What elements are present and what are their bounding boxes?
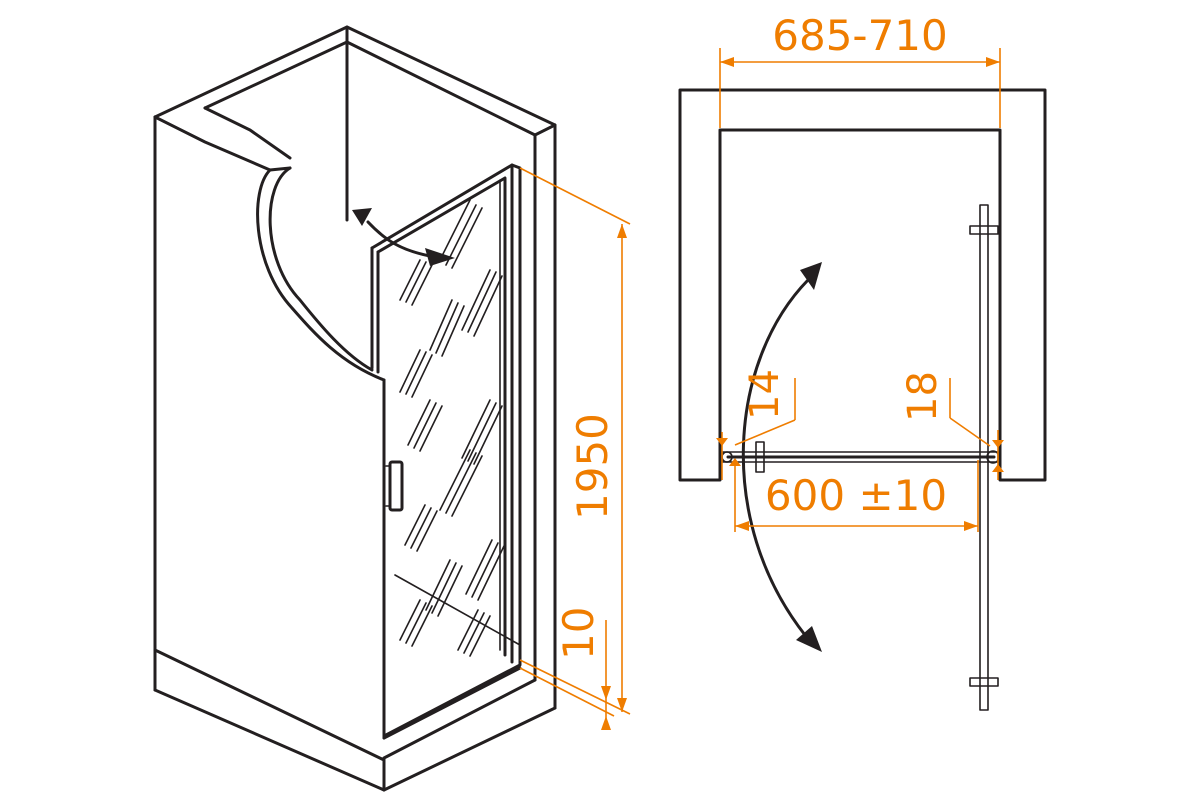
isometric-view: 1950 10 xyxy=(153,25,631,792)
swing-direction-arrow xyxy=(352,208,455,266)
plan-swing-arrow xyxy=(741,262,822,652)
door-width-label: 600 ±10 xyxy=(765,471,947,520)
right-gap-label: 18 xyxy=(900,371,946,422)
height-dimension: 1950 xyxy=(519,167,631,715)
left-gap-dimension: 14 xyxy=(716,369,796,480)
width-range-label: 685-710 xyxy=(772,11,948,60)
height-label: 1950 xyxy=(568,413,617,520)
bottom-gap-label: 10 xyxy=(554,607,603,660)
bottom-gap-dimension: 10 xyxy=(519,607,615,730)
left-gap-label: 14 xyxy=(742,369,788,420)
right-gap-dimension: 18 xyxy=(900,371,1004,480)
glass-pattern xyxy=(399,199,505,657)
plan-walls xyxy=(678,88,1047,482)
door-width-dimension: 600 ±10 xyxy=(734,460,979,532)
door-panel xyxy=(370,163,522,737)
niche-walls xyxy=(153,25,557,792)
plan-view: 685-710 600 ±10 xyxy=(678,11,1047,711)
plan-door-closed xyxy=(721,441,1000,473)
width-range-dimension: 685-710 xyxy=(719,11,1001,128)
door-handle xyxy=(388,460,404,512)
plan-handle xyxy=(755,441,765,473)
plan-door-open xyxy=(969,204,999,711)
